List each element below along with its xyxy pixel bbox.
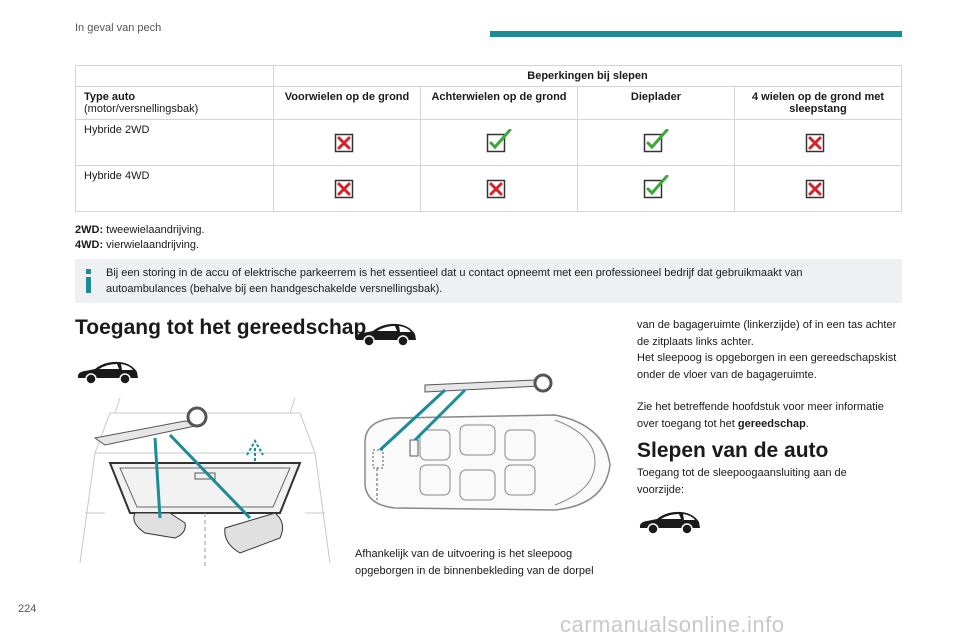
col3-paragraph-2: Het sleepoog is opgeborgen in een gereed… [637,352,897,381]
column-header: Dieplader [577,86,735,120]
info-box: Bij een storing in de accu of elektrisch… [75,259,902,303]
info-icon [86,269,91,293]
column-header-type-sub: (motor/versnellingsbak) [84,103,199,115]
section-title: In geval van pech [75,22,162,34]
section-heading-tools: Toegang tot het gereedschap [75,316,367,339]
cross-mark-icon [486,179,506,199]
column-header: Achterwielen op de grond [420,86,578,120]
table-row: Hybride 2WD [75,119,902,166]
car-silhouette-icon [355,323,416,347]
info-text: Bij een storing in de accu of elektrisch… [106,267,803,295]
check-mark-icon [643,128,669,153]
col2-paragraph: Afhankelijk van de uitvoering is het sle… [355,548,594,577]
cross-mark-icon [805,179,825,199]
cross-mark-icon [334,133,354,153]
column-header: Voorwielen op de grond [273,86,421,120]
tools-reference: gereedschap [737,417,806,430]
car-silhouette-icon [639,511,700,535]
mark-cell [420,165,578,212]
table-row: Hybride 4WD [75,165,902,212]
mark-cell [734,119,902,166]
mark-cell [577,119,735,166]
header-accent-bar [490,31,902,37]
column-header: 4 wielen op de grond met sleepstang [734,86,902,120]
towing-paragraph: Toegang tot de sleepoogaansluiting aan d… [637,467,847,496]
mark-cell [273,119,421,166]
towing-restrictions-table: Beperkingen bij slepen Type auto (motor/… [75,65,902,212]
col3-paragraph-3: Zie het betreffende hoofdstuk voor meer … [637,401,884,430]
drive-legend: 2WD: tweewielaandrijving. 4WD: vierwiela… [75,223,205,253]
legend-item: 4WD: vierwielaandrijving. [75,239,200,251]
page-number: 224 [18,603,37,615]
row-label: Hybride 4WD [75,165,274,212]
legend-item: 2WD: tweewielaandrijving. [75,224,205,236]
column-header-type: Type auto (motor/versnellingsbak) [75,86,274,120]
column-header-type-label: Type auto [84,91,136,103]
mark-cell [420,119,578,166]
car-silhouette-icon [77,361,138,385]
cross-mark-icon [334,179,354,199]
table-header-row: Type auto (motor/versnellingsbak) Voorwi… [75,86,902,120]
cross-mark-icon [805,133,825,153]
row-label: Hybride 2WD [75,119,274,166]
car-topview-illustration [364,373,611,511]
col3-paragraph-1: van de bagageruimte (linkerzijde) of in … [637,319,897,348]
check-mark-icon [486,128,512,153]
table-group-header-row: Beperkingen bij slepen [75,65,902,87]
table-group-header: Beperkingen bij slepen [273,65,902,87]
check-mark-icon [643,174,669,199]
section-heading-towing: Slepen van de auto [637,439,829,462]
mark-cell [273,165,421,212]
watermark: carmanualsonline.info [560,612,785,637]
trunk-tool-storage-illustration [79,397,331,568]
mark-cell [734,165,902,212]
mark-cell [577,165,735,212]
